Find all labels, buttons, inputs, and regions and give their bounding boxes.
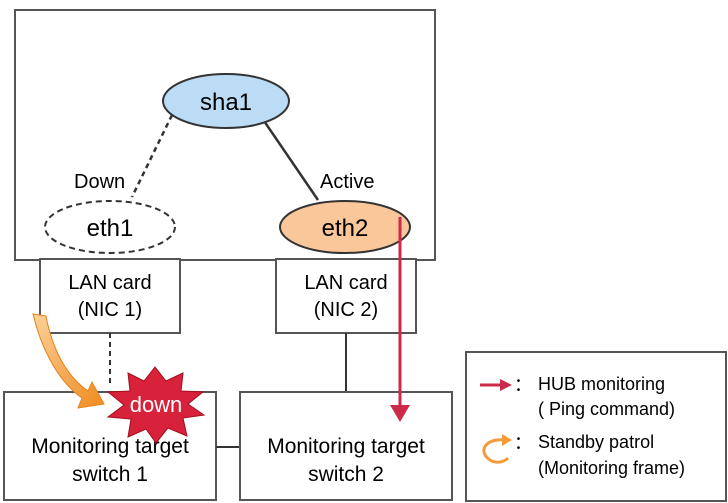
- switch-2-line2: switch 2: [308, 463, 384, 486]
- hub-monitoring-arrowhead: [390, 405, 410, 422]
- lan-card-1-line1: LAN card: [68, 272, 151, 294]
- lan-card-1-line2: (NIC 1): [78, 299, 142, 321]
- eth2-label: eth2: [322, 215, 369, 242]
- legend-hub-line2: ( Ping command): [538, 399, 675, 419]
- lan-card-2-line2: (NIC 2): [314, 299, 378, 321]
- eth1-label: eth1: [87, 215, 134, 242]
- switch-1-line1: Monitoring target: [31, 435, 189, 458]
- legend-hub-line1: HUB monitoring: [538, 374, 665, 394]
- switch-2-line1: Monitoring target: [267, 435, 425, 458]
- legend-patrol-marker: ：: [514, 433, 532, 453]
- legend-patrol-line2: (Monitoring frame): [538, 458, 685, 478]
- legend-hub-arrowhead-icon: [500, 379, 512, 391]
- legend-patrol-line1: Standby patrol: [538, 432, 654, 452]
- lan-card-2-line1: LAN card: [304, 272, 387, 294]
- legend-patrol-arrowhead-icon: [502, 434, 512, 446]
- link-sha1-eth2: [260, 117, 320, 201]
- switch-2-box: [239, 391, 453, 501]
- active-link-label: Active: [320, 171, 374, 193]
- lan-card-1: [39, 258, 181, 334]
- sha1-label: sha1: [200, 89, 252, 116]
- legend-patrol-arrow-icon: [482, 438, 510, 464]
- switch-1-line2: switch 1: [72, 463, 148, 486]
- lan-card-2: [275, 258, 417, 334]
- standby-patrol-arrow: [32, 313, 105, 409]
- legend-box: [465, 351, 727, 502]
- legend-hub-marker: ：: [514, 375, 532, 395]
- eth1-node: [44, 200, 176, 254]
- eth2-node: [279, 200, 411, 254]
- down-burst-label: down: [130, 392, 183, 417]
- link-sha1-eth1: [130, 114, 174, 198]
- down-link-label: Down: [74, 171, 125, 193]
- sha1-node: [162, 73, 290, 129]
- down-burst: [106, 366, 206, 444]
